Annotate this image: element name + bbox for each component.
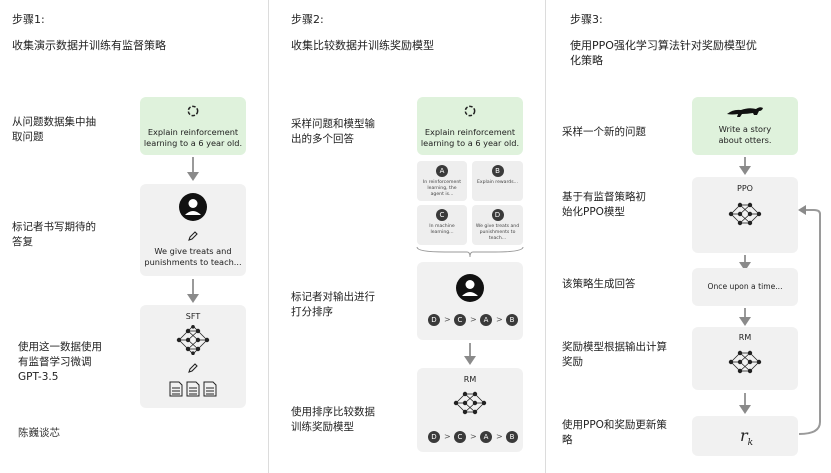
reward-symbol: rk <box>740 426 753 448</box>
feedback-loop-arrow <box>798 205 821 435</box>
labeler-avatar-icon <box>456 274 484 302</box>
step3-arrow-3-head <box>739 317 751 326</box>
sample-card: D We give treats and punishments to teac… <box>472 205 523 245</box>
step3-output-box: Once upon a time... <box>692 268 798 306</box>
step3-arrow-1 <box>744 157 746 167</box>
step1-label-sft: 使用这一数据使用 有监督学习微调 GPT-3.5 <box>18 341 102 383</box>
sample-letter: A <box>436 165 448 177</box>
step3-ppo-box: PPO <box>692 177 798 253</box>
step3-title: 步骤3: <box>570 13 603 26</box>
step3-policy-label: PPO <box>737 184 753 193</box>
document-icon <box>169 381 217 397</box>
step3-rm-box: RM <box>692 327 798 390</box>
samples-bracket <box>416 246 524 258</box>
step1-prompt-box: Explain reinforcement learning to a 6 ye… <box>140 97 246 155</box>
rank-separator: > <box>470 432 477 441</box>
sample-card: A In reinforcement learning, the agent i… <box>417 161 467 201</box>
rank-letter: A <box>480 431 492 443</box>
step3-arrow-2-head <box>739 262 751 271</box>
step3-arrow-4-head <box>739 405 751 414</box>
rank-letter: B <box>506 431 518 443</box>
reward-r: r <box>740 426 748 445</box>
step3-label-init: 基于有监督策略初 始化PPO模型 <box>562 191 646 218</box>
sample-card: B Explain rewards... <box>472 161 523 201</box>
rank-separator: > <box>496 315 503 324</box>
ranking-row: D > C > A > B <box>428 431 518 443</box>
step2-model-label: RM <box>463 375 477 384</box>
step2-title: 步骤2: <box>291 13 324 26</box>
sample-text: Explain rewards... <box>477 180 518 185</box>
step3-label-update: 使用PPO和奖励更新策 略 <box>562 419 667 446</box>
step2-rank-box: D > C > A > B <box>417 262 523 340</box>
step2-subtitle: 收集比较数据并训练奖励模型 <box>291 39 434 52</box>
rank-separator: > <box>470 315 477 324</box>
step1-author: 陈巍谈芯 <box>18 427 60 439</box>
step3-rm-label: RM <box>738 333 752 342</box>
step3-output-text: Once upon a time... <box>707 282 783 291</box>
labeler-avatar-icon <box>179 193 207 221</box>
step1-sft-box: SFT <box>140 305 246 408</box>
step2-arrow <box>469 343 471 357</box>
step3-arrow-3 <box>744 308 746 318</box>
step1-labeler-box: We give treats and punishments to teach.… <box>140 184 246 276</box>
step1-label-labeler: 标记者书写期待的 答复 <box>12 221 96 248</box>
rank-separator: > <box>444 432 451 441</box>
sample-letter: B <box>491 165 504 177</box>
step3-label-reward: 奖励模型根据输出计算 奖励 <box>562 341 667 368</box>
step2-label-sample: 采样问题和模型输 出的多个回答 <box>291 118 375 145</box>
step1-label-prompt: 从问题数据集中抽 取问题 <box>12 116 96 143</box>
rank-letter: C <box>454 431 466 443</box>
step1-subtitle: 收集演示数据并训练有监督策略 <box>12 39 166 52</box>
step3-subtitle: 使用PPO强化学习算法针对奖励模型优 化策略 <box>570 39 757 67</box>
step1-labeler-answer: We give treats and punishments to teach.… <box>144 246 242 267</box>
sample-text: We give treats and punishments to teach.… <box>475 224 520 241</box>
rank-letter: C <box>454 314 466 326</box>
sample-text: In machine learning... <box>429 224 455 235</box>
step3-label-new-prompt: 采样一个新的问题 <box>562 126 646 138</box>
step3-arrow-4 <box>744 393 746 407</box>
step1-title: 步骤1: <box>12 13 45 26</box>
ranking-row: D > C > A > B <box>428 314 518 326</box>
step2-label-train: 使用排序比较数据 训练奖励模型 <box>291 406 375 433</box>
step1-model-label: SFT <box>185 312 201 321</box>
neural-network-icon <box>728 202 762 226</box>
step2-prompt-box: Explain reinforcement learning to a 6 ye… <box>417 97 523 155</box>
step2-arrow-head <box>464 356 476 365</box>
neural-network-icon <box>176 325 210 355</box>
reward-subscript: k <box>747 438 754 449</box>
sample-card: C In machine learning... <box>417 205 467 245</box>
column-divider-2 <box>545 0 546 473</box>
pencil-icon <box>188 231 198 241</box>
step1-arrow-2-head <box>187 294 199 303</box>
step1-arrow-1-head <box>187 172 199 181</box>
sample-letter: D <box>491 209 504 221</box>
sample-text: In reinforcement learning, the agent is.… <box>422 180 462 197</box>
neural-network-icon <box>728 350 762 374</box>
column-divider-1 <box>268 0 269 473</box>
step2-prompt-text: Explain reinforcement learning to a 6 ye… <box>420 127 520 148</box>
step2-label-rank: 标记者对输出进行 打分排序 <box>291 291 375 318</box>
step3-arrow-1-head <box>739 166 751 175</box>
step3-prompt-text: Write a story about otters. <box>718 124 772 145</box>
pencil-icon <box>188 363 198 373</box>
openai-logo-icon <box>187 105 199 117</box>
rank-letter: A <box>480 314 492 326</box>
otter-icon <box>727 107 763 117</box>
step3-prompt-box: Write a story about otters. <box>692 97 798 155</box>
step1-arrow-2 <box>192 279 194 295</box>
step3-arrow-2 <box>744 255 746 263</box>
rank-separator: > <box>496 432 503 441</box>
openai-logo-icon <box>464 105 476 117</box>
rank-separator: > <box>444 315 451 324</box>
sample-letter: C <box>436 209 448 221</box>
step3-label-generate: 该策略生成回答 <box>562 278 636 290</box>
rank-letter: D <box>428 314 440 326</box>
step1-arrow-1 <box>192 157 194 173</box>
step3-reward-box: rk <box>692 416 798 456</box>
step2-rm-box: RM D > C > A > B <box>417 368 523 452</box>
neural-network-icon <box>453 391 487 415</box>
step1-prompt-text: Explain reinforcement learning to a 6 ye… <box>143 127 243 148</box>
rank-letter: B <box>506 314 518 326</box>
rank-letter: D <box>428 431 440 443</box>
